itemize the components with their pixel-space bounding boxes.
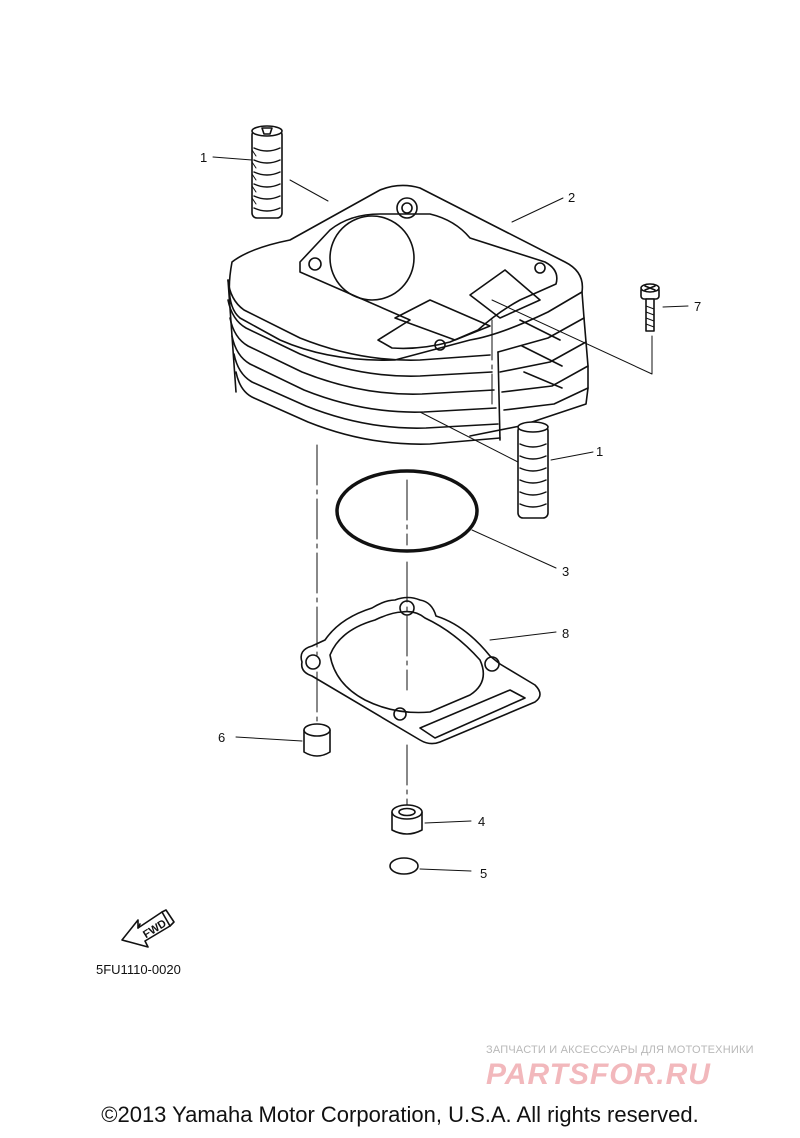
callout-1-upper: 1 — [200, 150, 207, 165]
callout-5: 5 — [480, 866, 487, 881]
fwd-arrow-icon — [121, 909, 175, 948]
cylinder — [227, 184, 589, 445]
callout-2: 2 — [568, 190, 575, 205]
stud-bolt-lower — [517, 421, 549, 519]
o-ring — [335, 469, 479, 553]
callout-7: 7 — [694, 299, 701, 314]
stud-bolt-upper — [251, 125, 283, 219]
dowel-pin-4 — [391, 804, 423, 835]
watermark-caption: ЗАПЧАСТИ И АКСЕССУАРЫ ДЛЯ МОТОТЕХНИКИ — [486, 1044, 754, 1056]
watermark-logo: PARTSFOR.RU — [486, 1058, 711, 1091]
callout-8: 8 — [562, 626, 569, 641]
callout-1-lower: 1 — [596, 444, 603, 459]
cylinder-gasket — [300, 596, 541, 745]
small-o-ring — [389, 857, 419, 875]
drawing-code: 5FU1110-0020 — [96, 962, 181, 977]
dowel-pin-6 — [303, 723, 331, 757]
copyright-notice: ©2013 Yamaha Motor Corporation, U.S.A. A… — [101, 1102, 699, 1127]
watermark: ЗАПЧАСТИ И АКСЕССУАРЫ ДЛЯ МОТОТЕХНИКИ PA… — [486, 1044, 786, 1092]
callout-3: 3 — [562, 564, 569, 579]
callout-4: 4 — [478, 814, 485, 829]
bolt — [640, 283, 660, 332]
callout-6: 6 — [218, 730, 225, 745]
